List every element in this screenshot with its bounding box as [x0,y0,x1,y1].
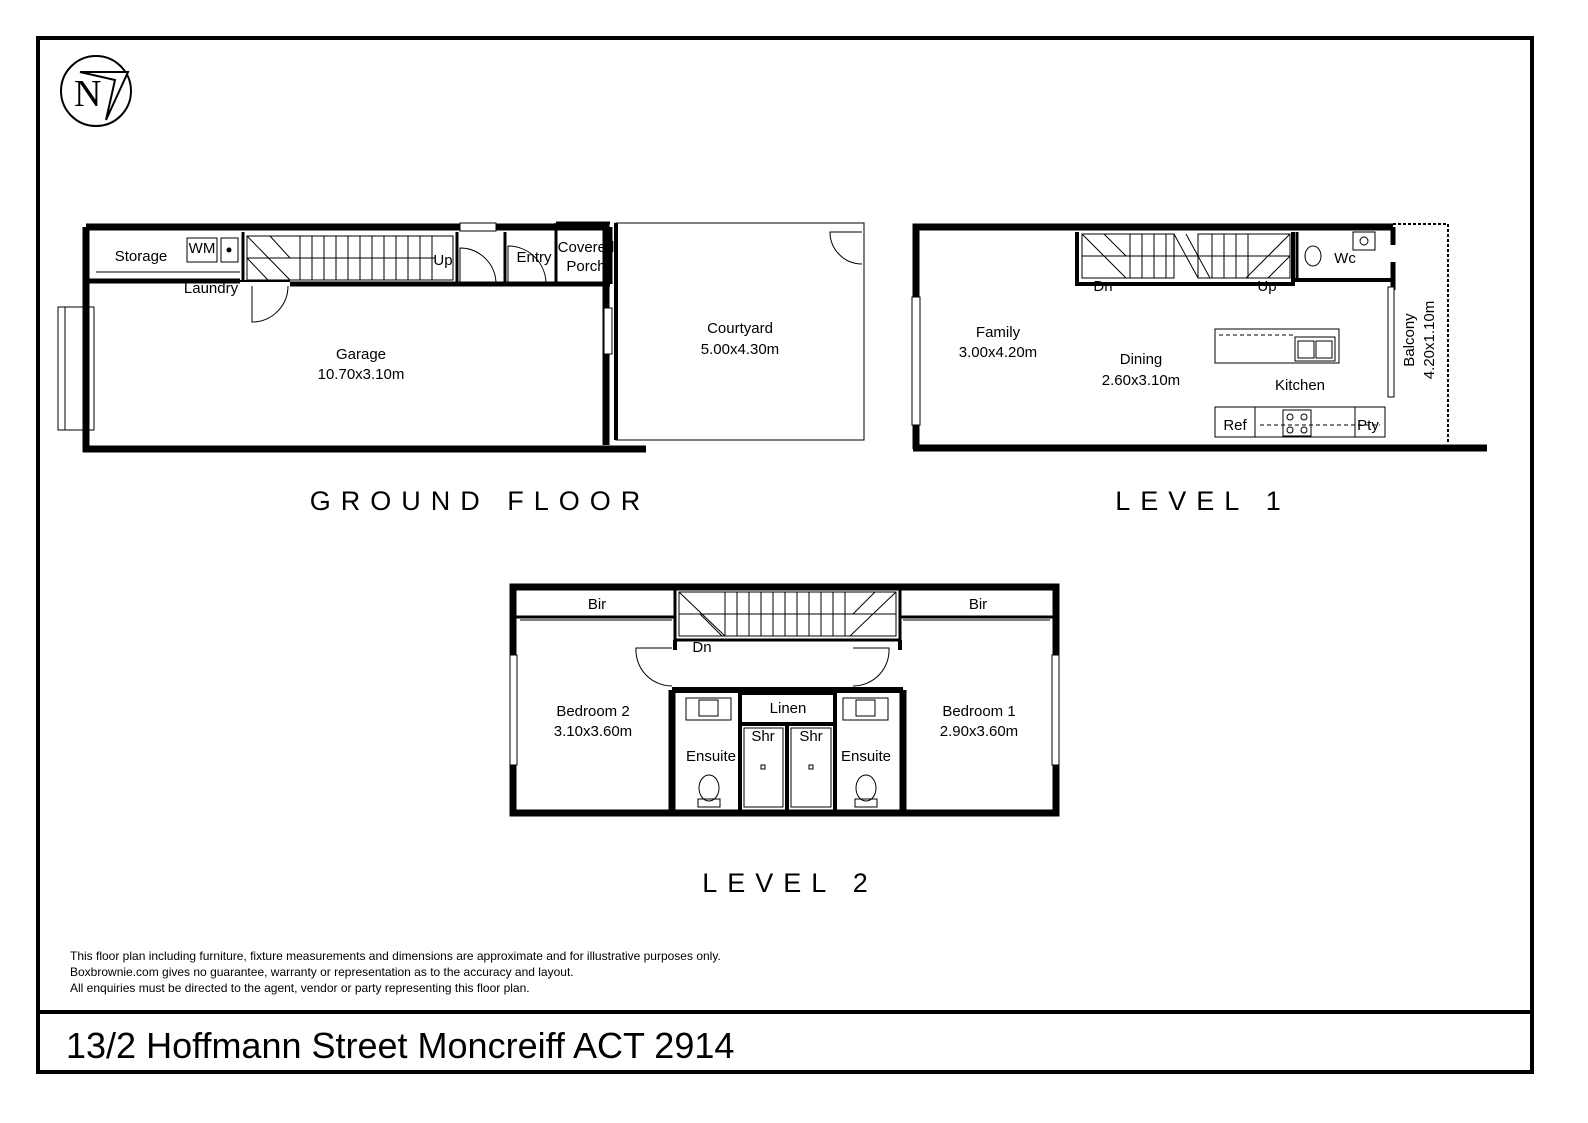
disclaimer: This floor plan including furniture, fix… [70,948,721,996]
ground-floor-title: GROUND FLOOR [310,486,651,516]
family-label: Family [976,324,1021,341]
covered-porch-label-line1: Covered [558,239,615,256]
family-dimensions: 3.00x4.20m [959,344,1037,361]
property-address: 13/2 Hoffmann Street Moncreiff ACT 2914 [66,1025,735,1066]
storage-label: Storage [115,248,168,265]
bedroom1-dimensions: 2.90x3.60m [940,723,1018,740]
pantry-label: Pty [1357,417,1379,434]
level1-plan [911,223,1487,452]
ground-floor-plan [57,221,865,453]
kitchen-label: Kitchen [1275,377,1325,394]
garage-dimensions: 10.70x3.10m [318,366,405,383]
disclaimer-line1: This floor plan including furniture, fix… [70,949,721,963]
dining-dimensions: 2.60x3.10m [1102,372,1180,389]
bedroom2-dimensions: 3.10x3.60m [554,723,632,740]
page-frame [36,36,1534,1074]
disclaimer-line3: All enquiries must be directed to the ag… [70,981,530,995]
shower-right-label: Shr [799,728,822,745]
covered-porch-label-line2: Porch [566,258,605,275]
level2-title: LEVEL 2 [702,868,878,898]
north-arrow-icon: N [60,55,132,127]
ground-floor-labels: Storage WM Laundry Up Entry Covered Porc… [115,239,779,516]
linen-label: Linen [770,700,807,717]
balcony-dimensions: 4.20x1.10m [1421,301,1438,379]
level1-labels: Dn Up Wc Family 3.00x4.20m Dining 2.60x3… [959,250,1438,516]
bir-right-label: Bir [969,596,987,613]
courtyard-label: Courtyard [707,320,773,337]
bedroom2-label: Bedroom 2 [556,703,629,720]
courtyard-dimensions: 5.00x4.30m [701,341,779,358]
bedroom1-label: Bedroom 1 [942,703,1015,720]
ensuite-left-label: Ensuite [686,748,736,765]
shower-left-label: Shr [751,728,774,745]
level1-title: LEVEL 1 [1115,486,1291,516]
balcony-label: Balcony [1401,313,1418,367]
disclaimer-line2: Boxbrownie.com gives no guarantee, warra… [70,965,574,979]
entry-label: Entry [516,249,552,266]
laundry-label: Laundry [184,280,239,297]
dining-label: Dining [1120,351,1163,368]
ensuite-right-label: Ensuite [841,748,891,765]
wc-label: Wc [1334,250,1356,267]
ground-stairs-up-label: Up [433,252,452,269]
washing-machine-label: WM [189,240,216,257]
garage-label: Garage [336,346,386,363]
bir-left-label: Bir [588,596,606,613]
level2-stairs-down-label: Dn [692,639,711,656]
level1-stairs-up-label: Up [1257,278,1276,295]
level2-labels: Bir Bir Dn Linen Shr Shr Ensuite Ensuite… [554,596,1018,898]
compass-letter: N [74,73,101,115]
level2-plan [509,583,1060,817]
level1-stairs-down-label: Dn [1093,278,1112,295]
fridge-label: Ref [1223,417,1247,434]
